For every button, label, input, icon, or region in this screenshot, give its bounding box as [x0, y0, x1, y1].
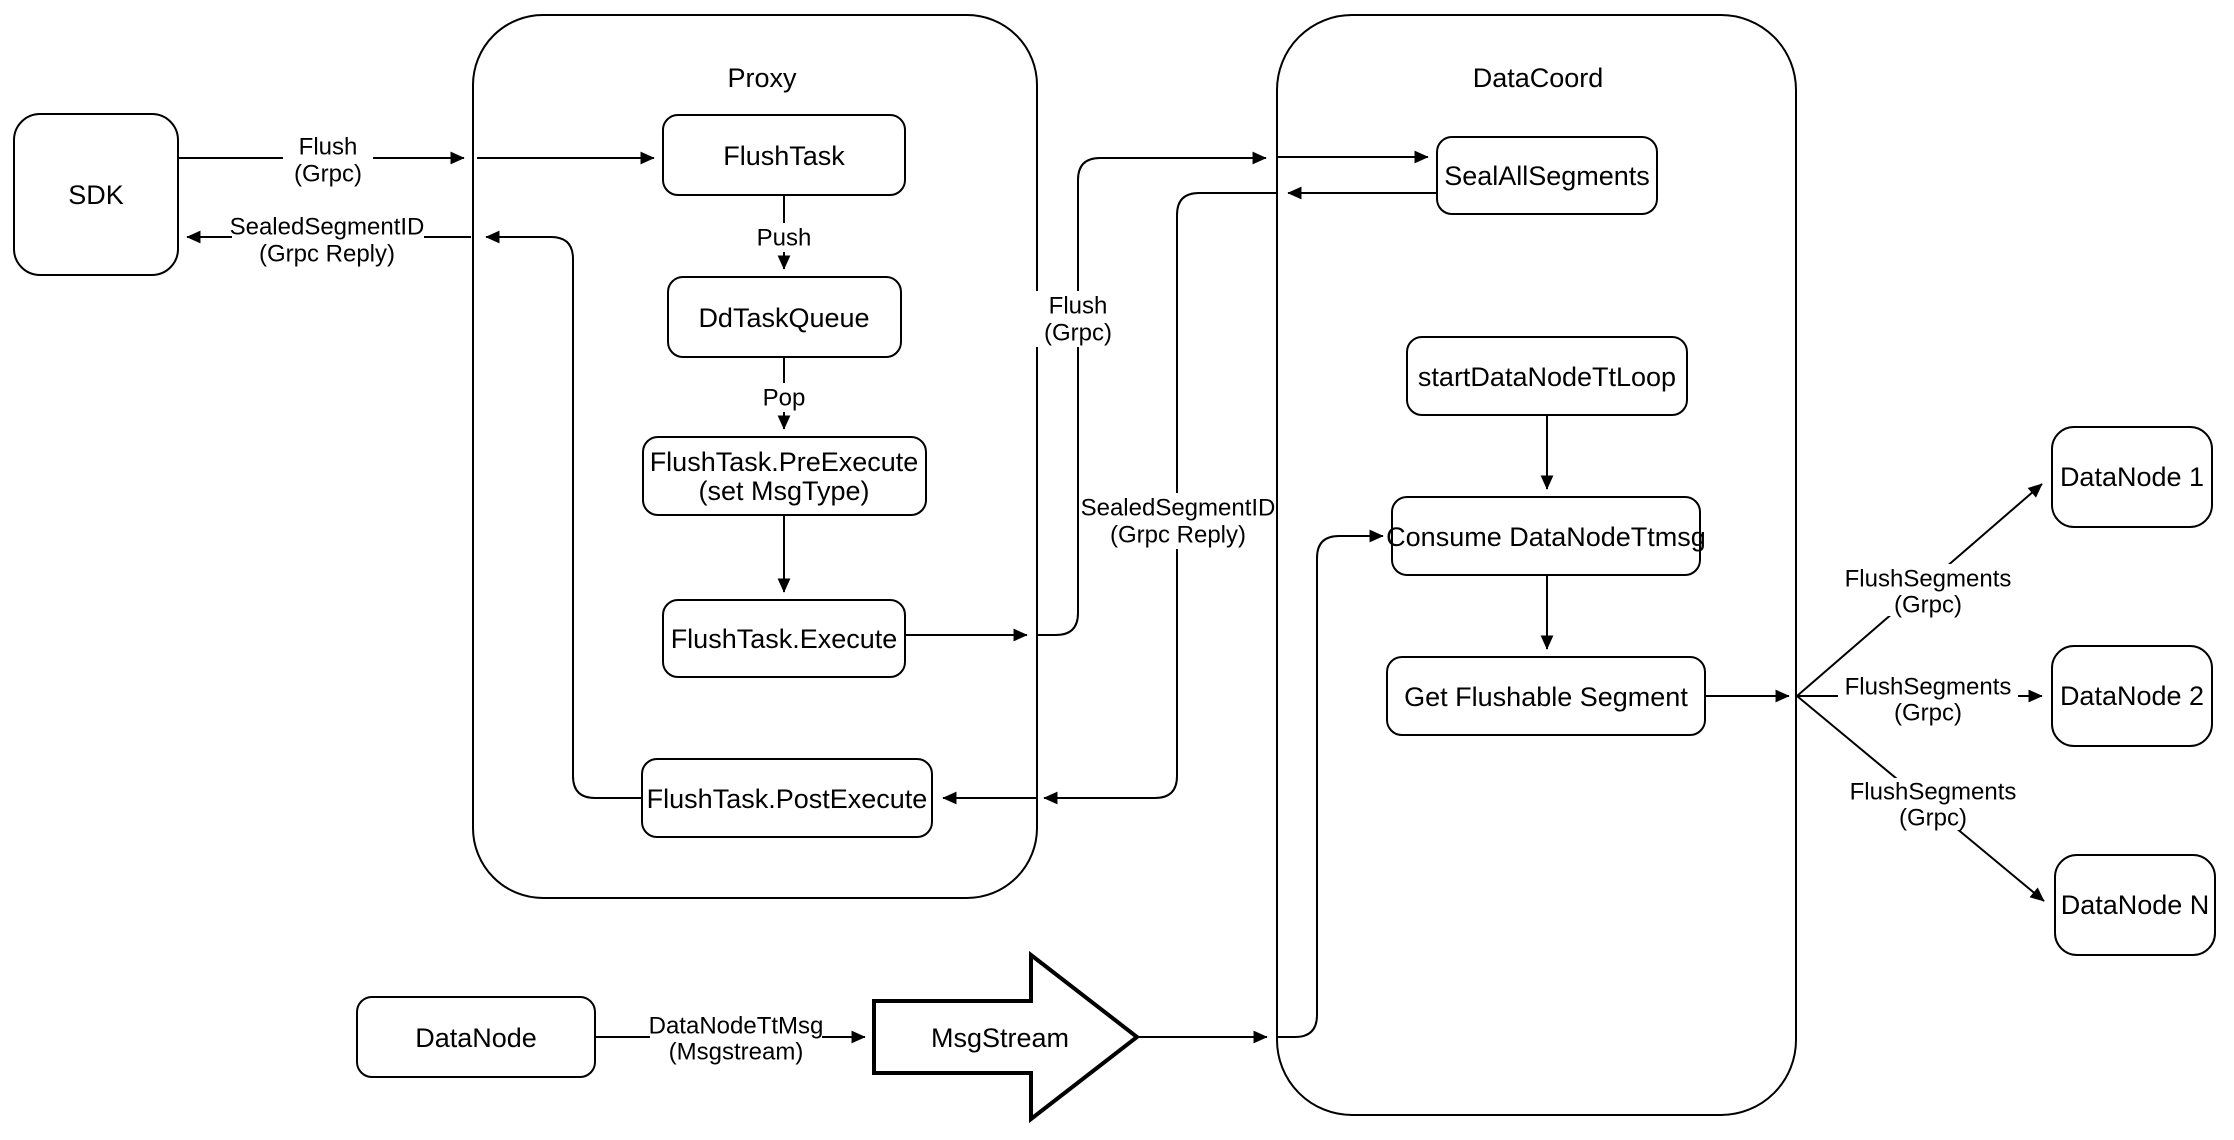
node-datanode2: DataNode 2: [2051, 645, 2213, 747]
node-getflushablesegment: Get Flushable Segment: [1386, 656, 1706, 736]
edge-label-text: Push: [757, 225, 812, 252]
node-msgstream: MsgStream: [872, 950, 1141, 1124]
edge-label-text: SealedSegmentID: [230, 214, 425, 241]
node-datanode2-box: [2051, 645, 2213, 747]
node-sealallsegments-box: [1436, 136, 1658, 215]
edge-label-text: (Grpc): [294, 161, 362, 188]
edge-label-coord-flush: Flush (Grpc): [1034, 291, 1122, 347]
edge-label-text: (Msgstream): [669, 1039, 804, 1066]
label-bg: [1034, 291, 1122, 347]
node-flushtask: FlushTask: [662, 114, 906, 196]
edge-datacoord-to-consume: [1277, 529, 1384, 1038]
node-sdk-label: SDK: [68, 180, 124, 210]
edge-label-text: Pop: [763, 385, 806, 412]
node-getflushablesegment-label: Get Flushable Segment: [1404, 682, 1688, 712]
node-flushtask-execute-label: FlushTask.Execute: [671, 624, 898, 654]
node-startdatanodettloop: startDataNodeTtLoop: [1406, 336, 1688, 416]
node-flushtask-postexecute-box: [641, 758, 933, 838]
node-sealallsegments: SealAllSegments: [1436, 136, 1658, 215]
node-datanode1-label: DataNode 1: [2060, 462, 2204, 492]
node-flushtask-execute-box: [662, 599, 906, 678]
edge-flush-to-datacoord-edge: [1037, 151, 1267, 636]
edge-label-text: Flush: [299, 134, 358, 161]
node-consume-datanodettmsg: Consume DataNodeTtmsg: [1386, 496, 1706, 576]
node-ddtaskqueue-label: DdTaskQueue: [698, 303, 869, 333]
node-flushtask-postexecute-label: FlushTask.PostExecute: [647, 784, 928, 814]
label-bg: [283, 133, 373, 185]
node-datanode1-box: [2051, 426, 2213, 528]
edge-label-sdk-flush: Flush (Grpc): [283, 133, 373, 188]
node-flushtask-preexecute-label: FlushTask.PreExecute: [650, 447, 919, 477]
edge-label-text: FlushSegments: [1845, 674, 2012, 701]
node-sdk: SDK: [13, 113, 179, 276]
node-datanode-bottom-box: [356, 996, 596, 1078]
node-flushtask-preexecute: FlushTask.PreExecute (set MsgType): [642, 436, 927, 516]
edge-label-text: (Grpc Reply): [1110, 522, 1246, 549]
label-bg: [1843, 778, 2023, 830]
node-datanode-bottom-label: DataNode: [415, 1023, 537, 1053]
msgstream-block-arrow: [872, 950, 1141, 1124]
node-flushtask-postexecute: FlushTask.PostExecute: [641, 758, 933, 838]
edge-label-push: Push: [752, 223, 816, 252]
edge-label-text: Flush: [1049, 293, 1108, 320]
label-bg: [1838, 672, 2018, 724]
edge-label-text: (Grpc): [1044, 320, 1112, 347]
edge-label-pop: Pop: [757, 383, 811, 412]
edge-label-sdk-reply: SealedSegmentID (Grpc Reply): [230, 213, 425, 268]
node-datanode-bottom: DataNode: [356, 996, 596, 1078]
edge-label-datanode-ttmsg: DataNodeTtMsg (Msgstream): [649, 1011, 824, 1066]
node-datanoden-box: [2054, 854, 2216, 956]
edge-label-flushsegments-1: FlushSegments (Grpc): [1838, 564, 2018, 619]
node-datanode1: DataNode 1: [2051, 426, 2213, 528]
node-startdatanodettloop-box: [1406, 336, 1688, 416]
edge-label-text: (Grpc): [1899, 805, 1967, 832]
node-flushtask-preexecute-sublabel: (set MsgType): [698, 476, 869, 506]
node-flushtask-box: [662, 114, 906, 196]
label-bg: [1082, 493, 1274, 549]
label-bg: [232, 213, 424, 265]
node-getflushablesegment-box: [1386, 656, 1706, 736]
edge-label-flushsegments-2: FlushSegments (Grpc): [1838, 672, 2018, 727]
node-sealallsegments-label: SealAllSegments: [1444, 161, 1650, 191]
node-datanoden: DataNode N: [2054, 854, 2216, 956]
node-ddtaskqueue-box: [667, 276, 902, 358]
node-msgstream-label: MsgStream: [931, 1023, 1069, 1053]
node-ddtaskqueue: DdTaskQueue: [667, 276, 902, 358]
label-bg: [1838, 564, 2018, 616]
node-consume-datanodettmsg-box: [1391, 496, 1701, 576]
label-bg: [757, 383, 811, 412]
node-flushtask-preexecute-box: [642, 436, 927, 516]
edge-label-flushsegments-3: FlushSegments (Grpc): [1843, 778, 2023, 832]
edge-label-text: DataNodeTtMsg: [649, 1013, 824, 1040]
edge-label-text: FlushSegments: [1845, 566, 2012, 593]
node-startdatanodettloop-label: startDataNodeTtLoop: [1418, 362, 1676, 392]
label-bg: [650, 1011, 822, 1064]
edge-label-text: FlushSegments: [1850, 779, 2017, 806]
label-bg: [752, 223, 816, 252]
node-datanoden-label: DataNode N: [2061, 890, 2210, 920]
edge-label-text: (Grpc): [1894, 700, 1962, 727]
edge-label-text: (Grpc): [1894, 592, 1962, 619]
edge-label-text: (Grpc Reply): [259, 241, 395, 268]
edge-postexecute-to-proxy-edge: [485, 230, 642, 799]
node-consume-datanodettmsg-label: Consume DataNodeTtmsg: [1386, 522, 1706, 552]
node-datanode2-label: DataNode 2: [2060, 681, 2204, 711]
edge-label-text: SealedSegmentID: [1081, 495, 1276, 522]
node-flushtask-execute: FlushTask.Execute: [662, 599, 906, 678]
node-sdk-box: [13, 113, 179, 276]
node-flushtask-label: FlushTask: [723, 141, 845, 171]
proxy-container-title: Proxy: [727, 63, 797, 93]
edge-label-coord-reply: SealedSegmentID (Grpc Reply): [1081, 493, 1276, 549]
datacoord-container-title: DataCoord: [1473, 63, 1604, 93]
